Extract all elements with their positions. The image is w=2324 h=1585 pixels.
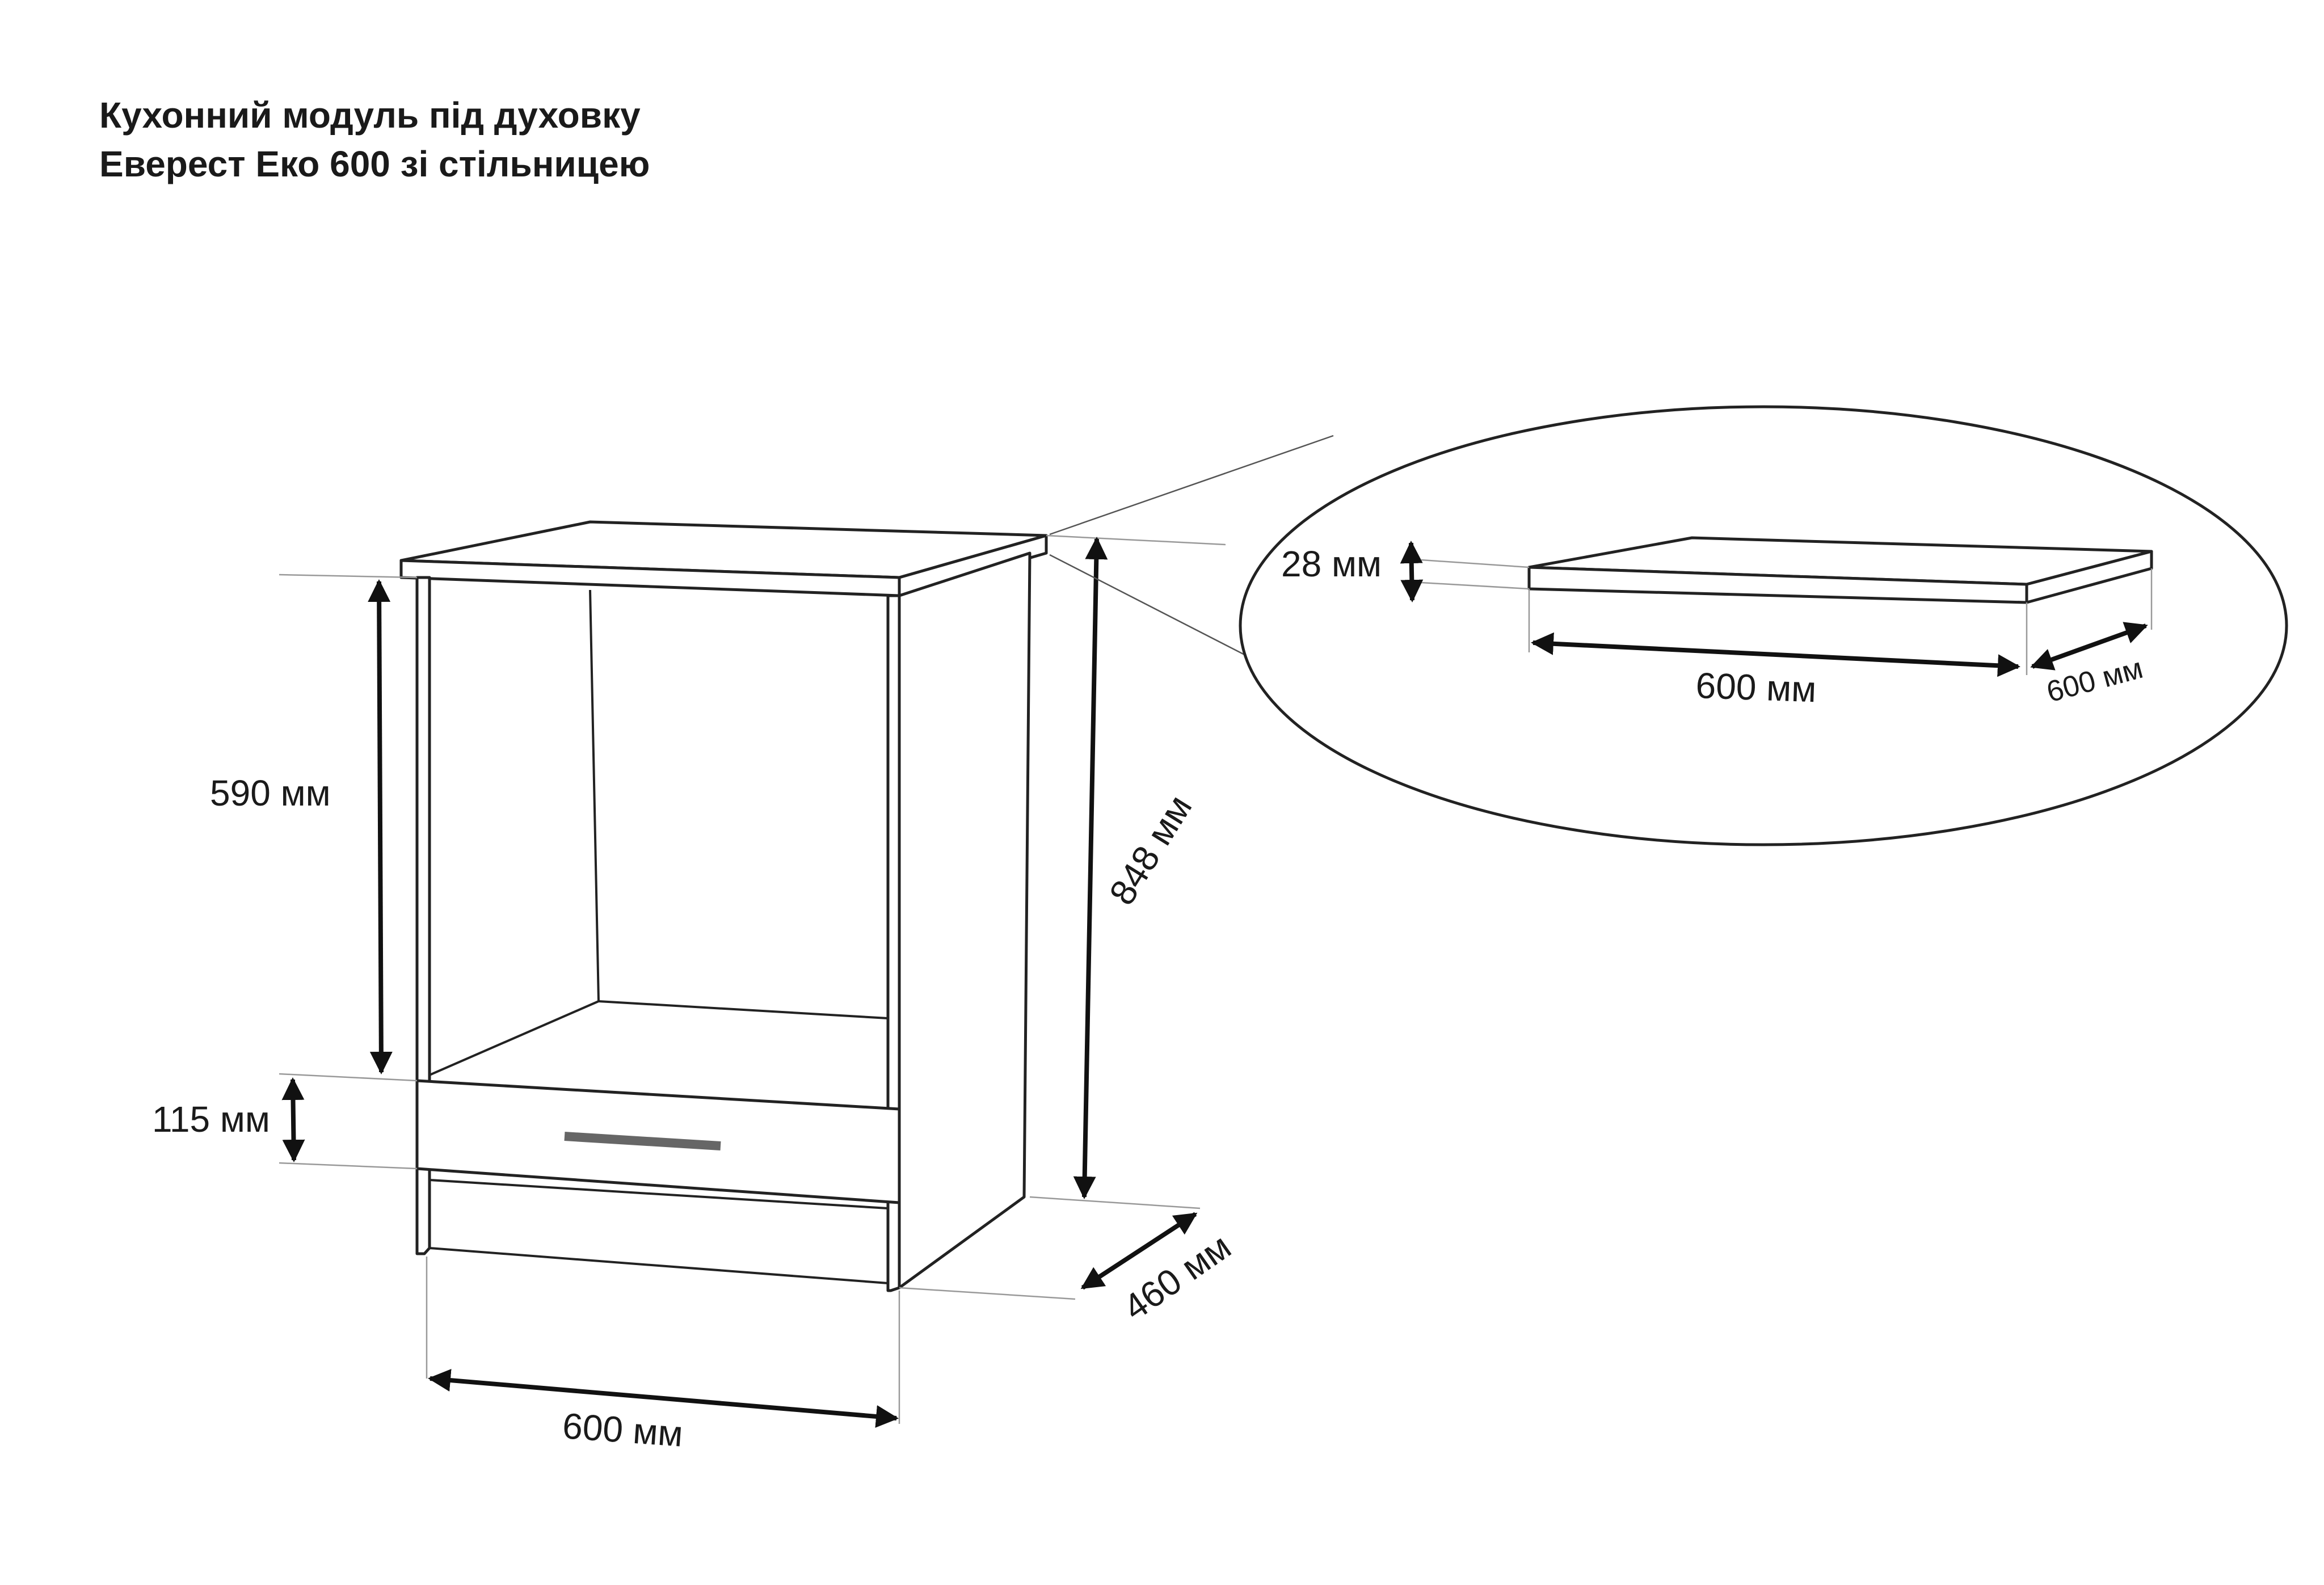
worktop-detail xyxy=(1527,536,2153,604)
callout-leader-top xyxy=(1049,435,1334,536)
drawer-handle xyxy=(564,1132,721,1150)
label-total-height: 848 мм xyxy=(1101,788,1200,912)
label-width: 600 мм xyxy=(561,1405,684,1455)
title-line-1: Кухонний модуль під духовку xyxy=(99,95,641,136)
detail-arrows xyxy=(1400,541,2148,677)
arrow-115 xyxy=(281,1077,305,1162)
label-drawer-height: 115 мм xyxy=(152,1099,270,1140)
detail-callout: 28 мм 600 мм 600 мм xyxy=(1049,405,2288,846)
label-worktop-thickness: 28 мм xyxy=(1281,543,1382,584)
dimension-arrows xyxy=(281,537,1198,1428)
label-worktop-width: 600 мм xyxy=(1695,665,1817,710)
right-side-panel xyxy=(898,551,1032,1289)
callout-leader-bottom xyxy=(1049,554,1252,659)
arrow-590 xyxy=(368,579,393,1074)
drawing-title: Кухонний модуль під духовку Еверест Еко … xyxy=(99,91,650,188)
arrow-detail-depth xyxy=(2030,622,2148,671)
arrow-28 xyxy=(1400,541,1424,602)
label-depth: 460 мм xyxy=(1116,1226,1238,1329)
callout-ellipse xyxy=(1239,405,2288,846)
arrow-600-width xyxy=(428,1369,899,1428)
plinth xyxy=(429,1179,889,1284)
label-opening-height: 590 мм xyxy=(210,773,331,813)
cabinet xyxy=(399,520,1048,1292)
title-line-2: Еверест Еко 600 зі стільницею xyxy=(99,144,650,184)
arrow-848 xyxy=(1073,537,1108,1199)
arrow-460 xyxy=(1080,1212,1198,1290)
detail-extension-lines xyxy=(1421,559,2153,675)
arrow-detail-width xyxy=(1531,632,2020,677)
back-panel xyxy=(429,589,889,1076)
